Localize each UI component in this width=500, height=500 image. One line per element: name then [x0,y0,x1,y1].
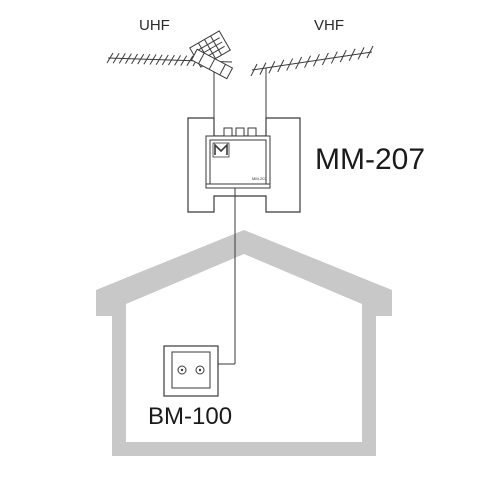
antenna-element [304,55,311,68]
amplifier-label: MM-207 [315,143,425,176]
antenna-element [295,56,303,70]
wall-outlet-icon [163,345,219,397]
antenna-element [357,47,365,60]
antenna-element [155,54,163,65]
antenna-element [366,45,374,59]
vhf-antenna-icon [250,45,374,118]
antenna-element [348,48,356,61]
antenna-element [286,58,294,71]
antenna-element [137,53,145,65]
uhf-label: UHF [139,17,170,34]
antenna-element [268,61,276,74]
amplifier-plate-text: MM-207 [252,176,267,181]
antenna-element [250,63,258,77]
brand-logo-icon [212,142,230,158]
antenna-element [277,59,285,73]
antenna-element [186,55,194,67]
outlet-label: BM-100 [148,403,232,430]
antenna-element [118,53,126,64]
antenna-element [131,53,139,65]
coax-cable [218,188,236,365]
antenna-element [106,52,114,64]
antenna-element [167,54,175,66]
antenna-element [180,55,188,66]
antenna-element [161,54,169,66]
antenna-element [149,54,157,65]
antenna-element [174,55,182,66]
antenna-element [259,62,267,75]
antenna-element [313,54,320,67]
antenna-element [330,51,338,64]
antenna-element [143,54,151,65]
antenna-element [124,53,132,64]
antenna-element [112,52,120,64]
antenna-element [339,49,347,63]
house-outline-icon [96,230,392,456]
antenna-element [321,52,329,66]
uhf-antenna-icon [106,30,234,118]
vhf-label: VHF [314,17,344,34]
